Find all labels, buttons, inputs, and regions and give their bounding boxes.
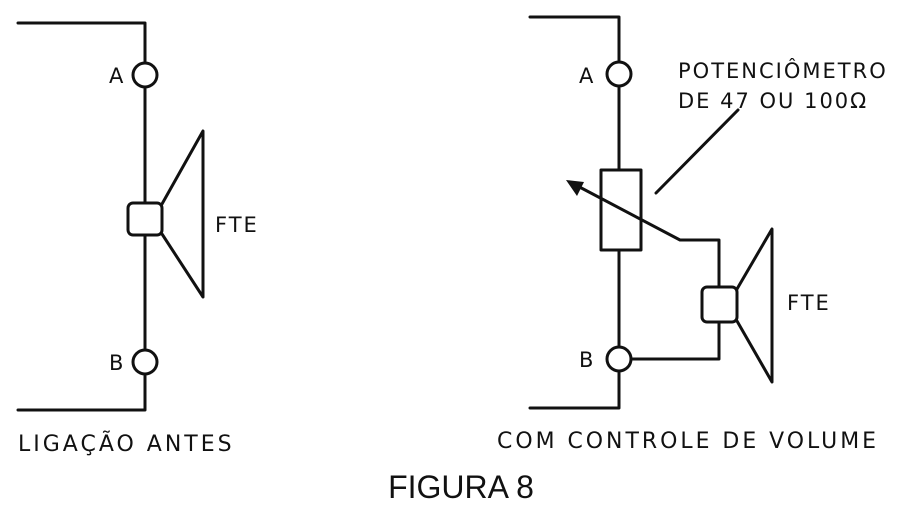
right-caption: COM CONTROLE DE VOLUME: [497, 429, 879, 454]
wiper-arrowhead: [566, 180, 584, 196]
right-terminal-b: [605, 345, 633, 373]
left-terminal-a: [131, 61, 159, 89]
left-caption: LIGAÇÃO ANTES: [18, 430, 235, 457]
right-speaker-label: FTE: [787, 291, 831, 315]
right-wire-top: [528, 15, 621, 64]
right-speaker-cone: [735, 227, 774, 384]
right-wire-speaker-to-b: [629, 320, 721, 361]
left-terminal-b: [131, 348, 159, 376]
potentiometer-label-line2: DE 47 OU 100Ω: [678, 89, 868, 113]
potentiometer-label-line1: POTENCIÔMETRO: [678, 58, 888, 83]
left-terminal-a-label: A: [109, 64, 125, 88]
left-wire-top: [16, 21, 147, 65]
right-terminal-b-label: B: [579, 348, 595, 372]
right-terminal-a: [605, 60, 633, 88]
figure-title: FIGURA 8: [388, 469, 534, 505]
potentiometer-leader-line: [654, 108, 740, 195]
right-circuit: A B POTENCIÔMETRO DE 47 OU 100Ω FTE COM …: [497, 15, 888, 454]
right-terminal-a-label: A: [579, 64, 595, 88]
right-wire-bottom: [528, 369, 621, 410]
left-speaker-magnet: [126, 201, 164, 237]
right-speaker-magnet: [700, 285, 739, 324]
left-speaker-label: FTE: [215, 213, 259, 237]
left-wire-bottom: [16, 372, 147, 412]
left-circuit: A B FTE LIGAÇÃO ANTES: [16, 21, 259, 457]
left-terminal-b-label: B: [109, 351, 125, 375]
potentiometer-wiper-arrow: [568, 180, 721, 289]
left-speaker-cone: [160, 129, 205, 299]
